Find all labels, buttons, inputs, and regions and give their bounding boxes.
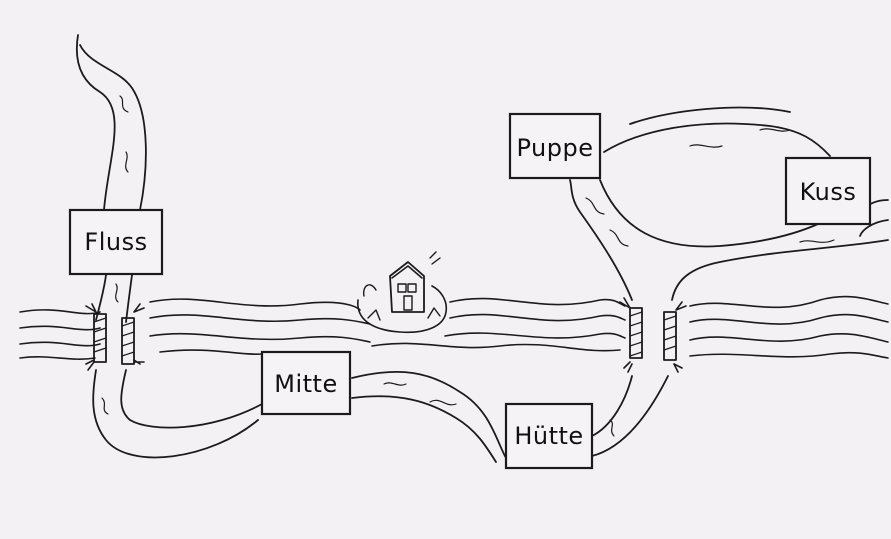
- label-fluss-text: Fluss: [84, 228, 147, 256]
- bridge-icon: [86, 304, 144, 370]
- bridge-left: [86, 304, 144, 370]
- island: [358, 252, 446, 332]
- river: [20, 297, 888, 360]
- label-puppe-text: Puppe: [517, 134, 594, 162]
- bridge-icon: [620, 298, 686, 372]
- stream-middle: [352, 372, 506, 462]
- house-icon: [390, 252, 440, 312]
- label-mitte: Mitte: [262, 352, 350, 414]
- label-mitte-text: Mitte: [274, 370, 337, 398]
- label-puppe: Puppe: [510, 114, 600, 178]
- label-kuss-text: Kuss: [800, 178, 857, 206]
- label-kuss: Kuss: [786, 158, 870, 224]
- bridge-right: [620, 298, 686, 372]
- label-fluss: Fluss: [70, 210, 162, 274]
- label-huette: Hütte: [506, 404, 592, 468]
- label-huette-text: Hütte: [514, 422, 583, 450]
